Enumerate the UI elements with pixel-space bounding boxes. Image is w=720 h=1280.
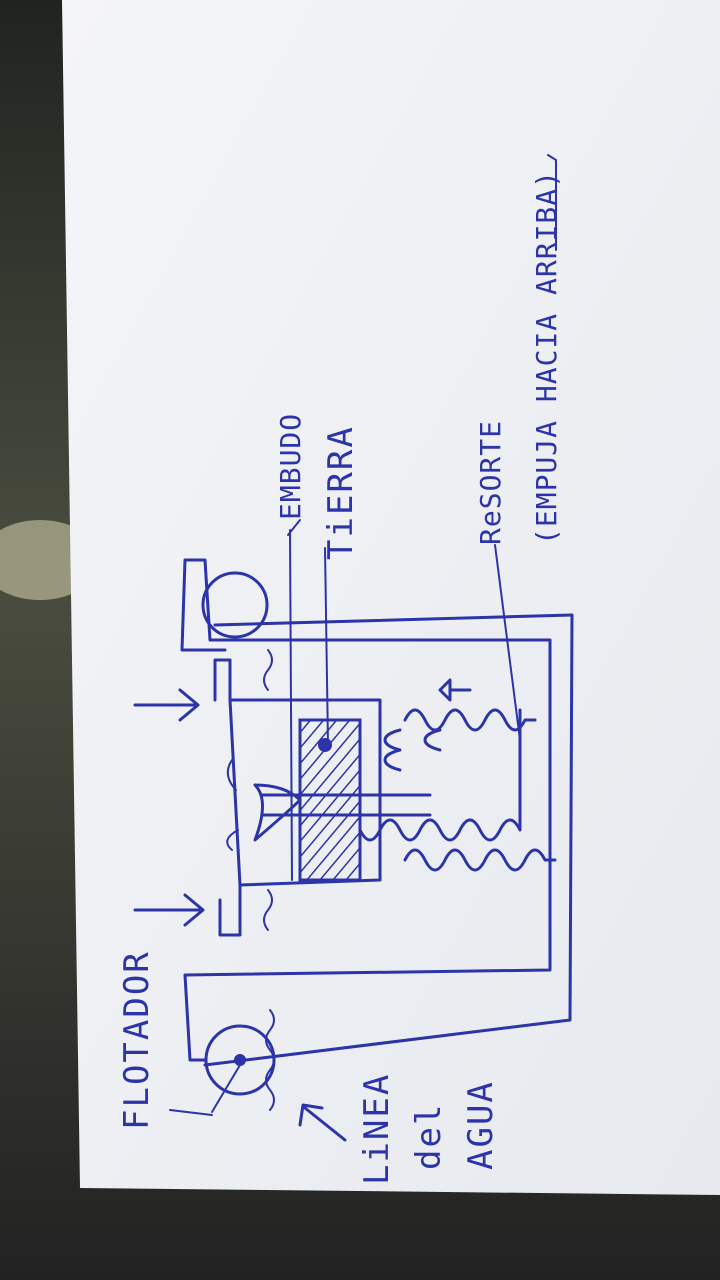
label-flotador: FLOTADOR <box>117 950 157 1130</box>
embudo-text: EMBUDO <box>274 413 307 520</box>
resorte-text: ReSORTE <box>474 420 507 545</box>
label-resorte: ReSORTE <box>474 420 507 545</box>
agua-text: AGUA <box>461 1080 501 1170</box>
flotador-text: FLOTADOR <box>117 950 157 1130</box>
label-tierra: TiERRA <box>321 425 361 560</box>
del-text: del <box>409 1103 449 1170</box>
spring-top <box>358 708 522 842</box>
empuja-text: (EMPUJA HACIA ARRIBA) <box>530 170 563 545</box>
label-embudo: EMBUDO <box>274 413 307 520</box>
spring-bottom <box>403 848 557 872</box>
linea-text: LiNEA <box>357 1073 397 1185</box>
tierra-text: TiERRA <box>321 425 361 560</box>
empuja-bracket <box>547 154 557 251</box>
label-empuja: (EMPUJA HACIA ARRIBA) <box>530 170 563 545</box>
float-diagram <box>133 519 574 1142</box>
float-ball-top <box>201 571 269 639</box>
label-linea-del-agua: LiNEA del AGUA <box>357 1073 501 1185</box>
paper-sheet <box>62 0 720 1195</box>
